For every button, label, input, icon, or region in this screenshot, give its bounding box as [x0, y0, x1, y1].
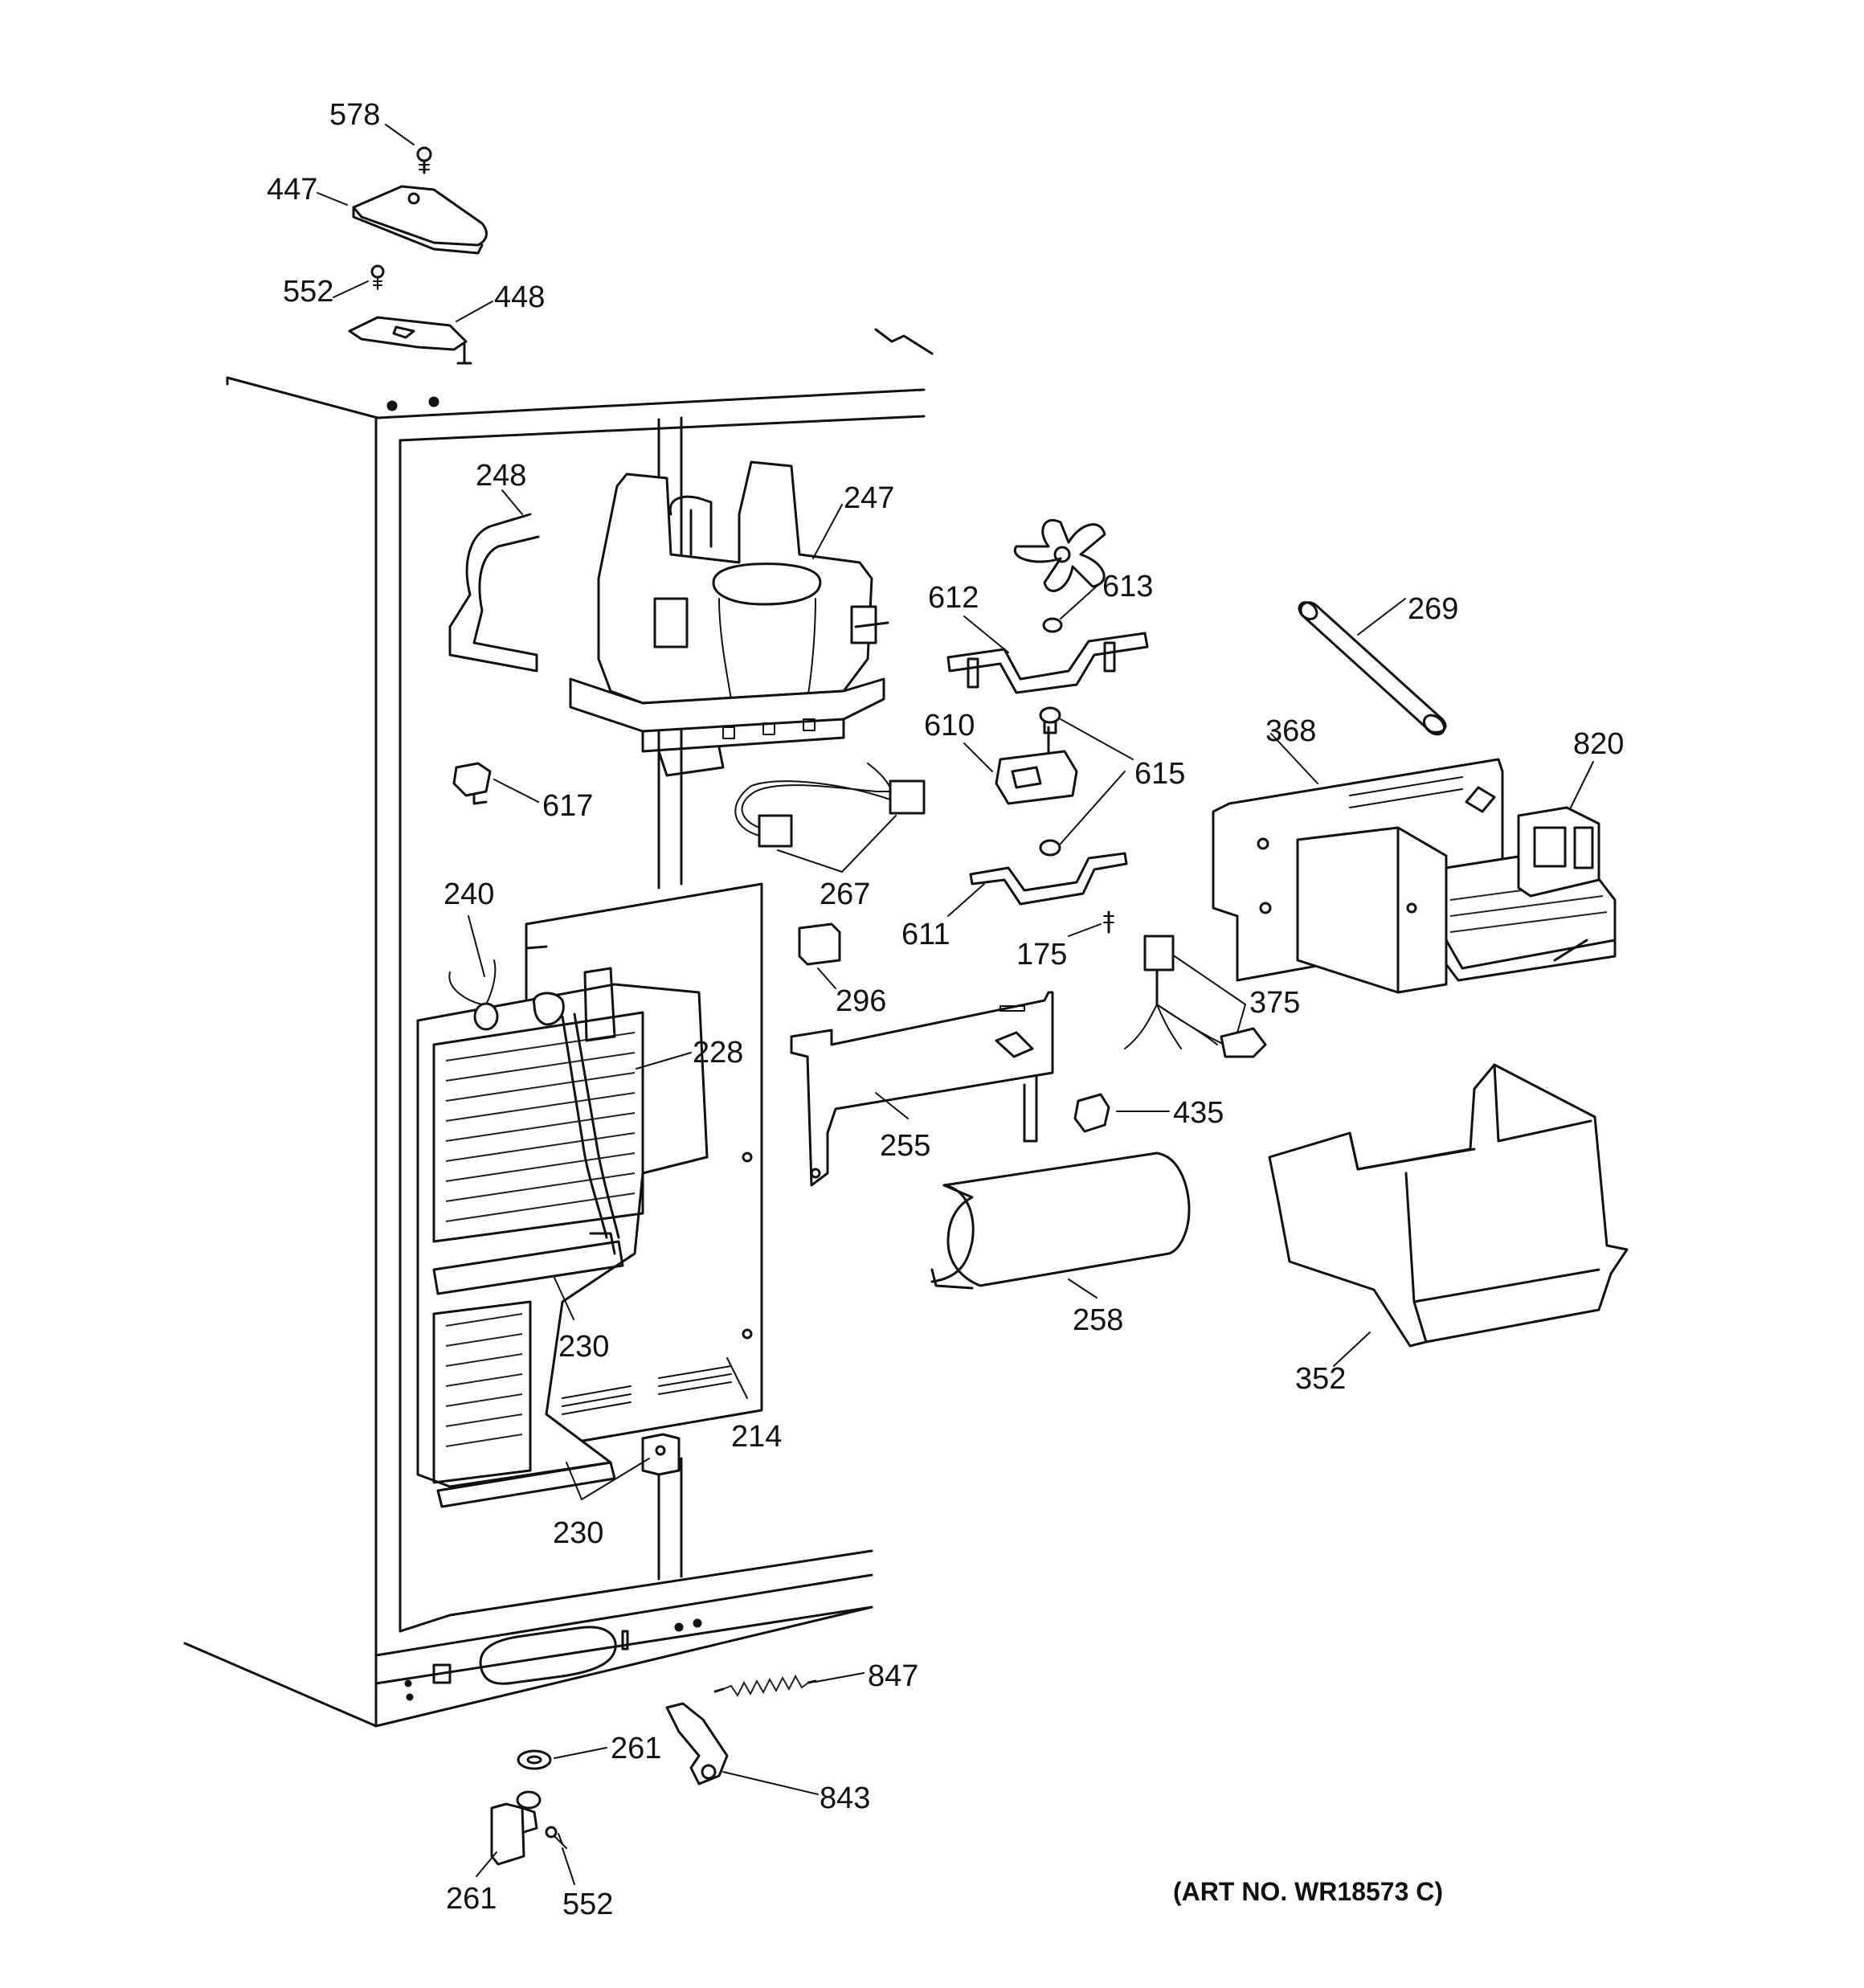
part-label: 267	[820, 877, 870, 911]
part-label: 240	[444, 877, 494, 911]
relay-296	[798, 922, 841, 966]
part-label: 261	[446, 1882, 497, 1916]
part-label: 578	[329, 98, 380, 132]
cover-258	[930, 1151, 1191, 1290]
part-label: 617	[542, 789, 593, 823]
part-label: 611	[901, 918, 950, 951]
part-label: 247	[844, 481, 894, 515]
part-435	[1073, 1093, 1110, 1133]
part-label: 248	[476, 459, 526, 493]
part-label: 612	[928, 581, 979, 615]
tube-269	[1298, 601, 1447, 736]
part-label: 843	[820, 1781, 870, 1815]
part-label: 375	[1249, 986, 1300, 1020]
switch-617	[452, 762, 492, 805]
part-label: 230	[553, 1516, 603, 1550]
part-label: 228	[693, 1036, 743, 1070]
harness-267	[734, 763, 926, 848]
part-number-labels: 578 447 552 448 248 247 613 612 269 368 …	[267, 98, 1624, 1921]
harness-375	[1124, 935, 1267, 1058]
top-hinge-assembly	[348, 146, 488, 365]
part-label: 435	[1173, 1096, 1224, 1130]
part-label: 615	[1134, 757, 1185, 791]
art-number: (ART NO. WR18573 C)	[1173, 1877, 1443, 1906]
leader-lines	[317, 124, 1594, 1885]
part-label: 269	[1408, 592, 1458, 626]
part-label: 175	[1016, 938, 1067, 972]
part-label: 230	[558, 1330, 609, 1364]
part-label: 847	[868, 1659, 918, 1693]
part-label: 296	[836, 984, 886, 1018]
bottom-hinge-assembly	[490, 1674, 817, 1866]
icemaker-assembly	[1212, 758, 1617, 994]
ice-bucket-352	[1268, 1063, 1629, 1348]
bracket-255	[790, 991, 1054, 1187]
part-label: 613	[1102, 570, 1153, 603]
fan-shroud-assembly	[448, 460, 889, 777]
part-label: 552	[283, 275, 333, 309]
part-label: 214	[731, 1420, 782, 1454]
part-label: 258	[1073, 1303, 1123, 1337]
part-label: 352	[1295, 1362, 1346, 1396]
part-label: 552	[562, 1888, 613, 1921]
part-label: 447	[267, 173, 317, 207]
part-label: 255	[880, 1129, 930, 1163]
part-label: 448	[494, 280, 545, 314]
part-label: 261	[611, 1732, 661, 1765]
part-label: 368	[1265, 714, 1316, 748]
evaporator-assembly	[416, 882, 763, 1508]
part-label: 610	[924, 709, 975, 742]
part-label: 820	[1573, 727, 1624, 761]
fan-motor-assembly	[946, 518, 1149, 934]
